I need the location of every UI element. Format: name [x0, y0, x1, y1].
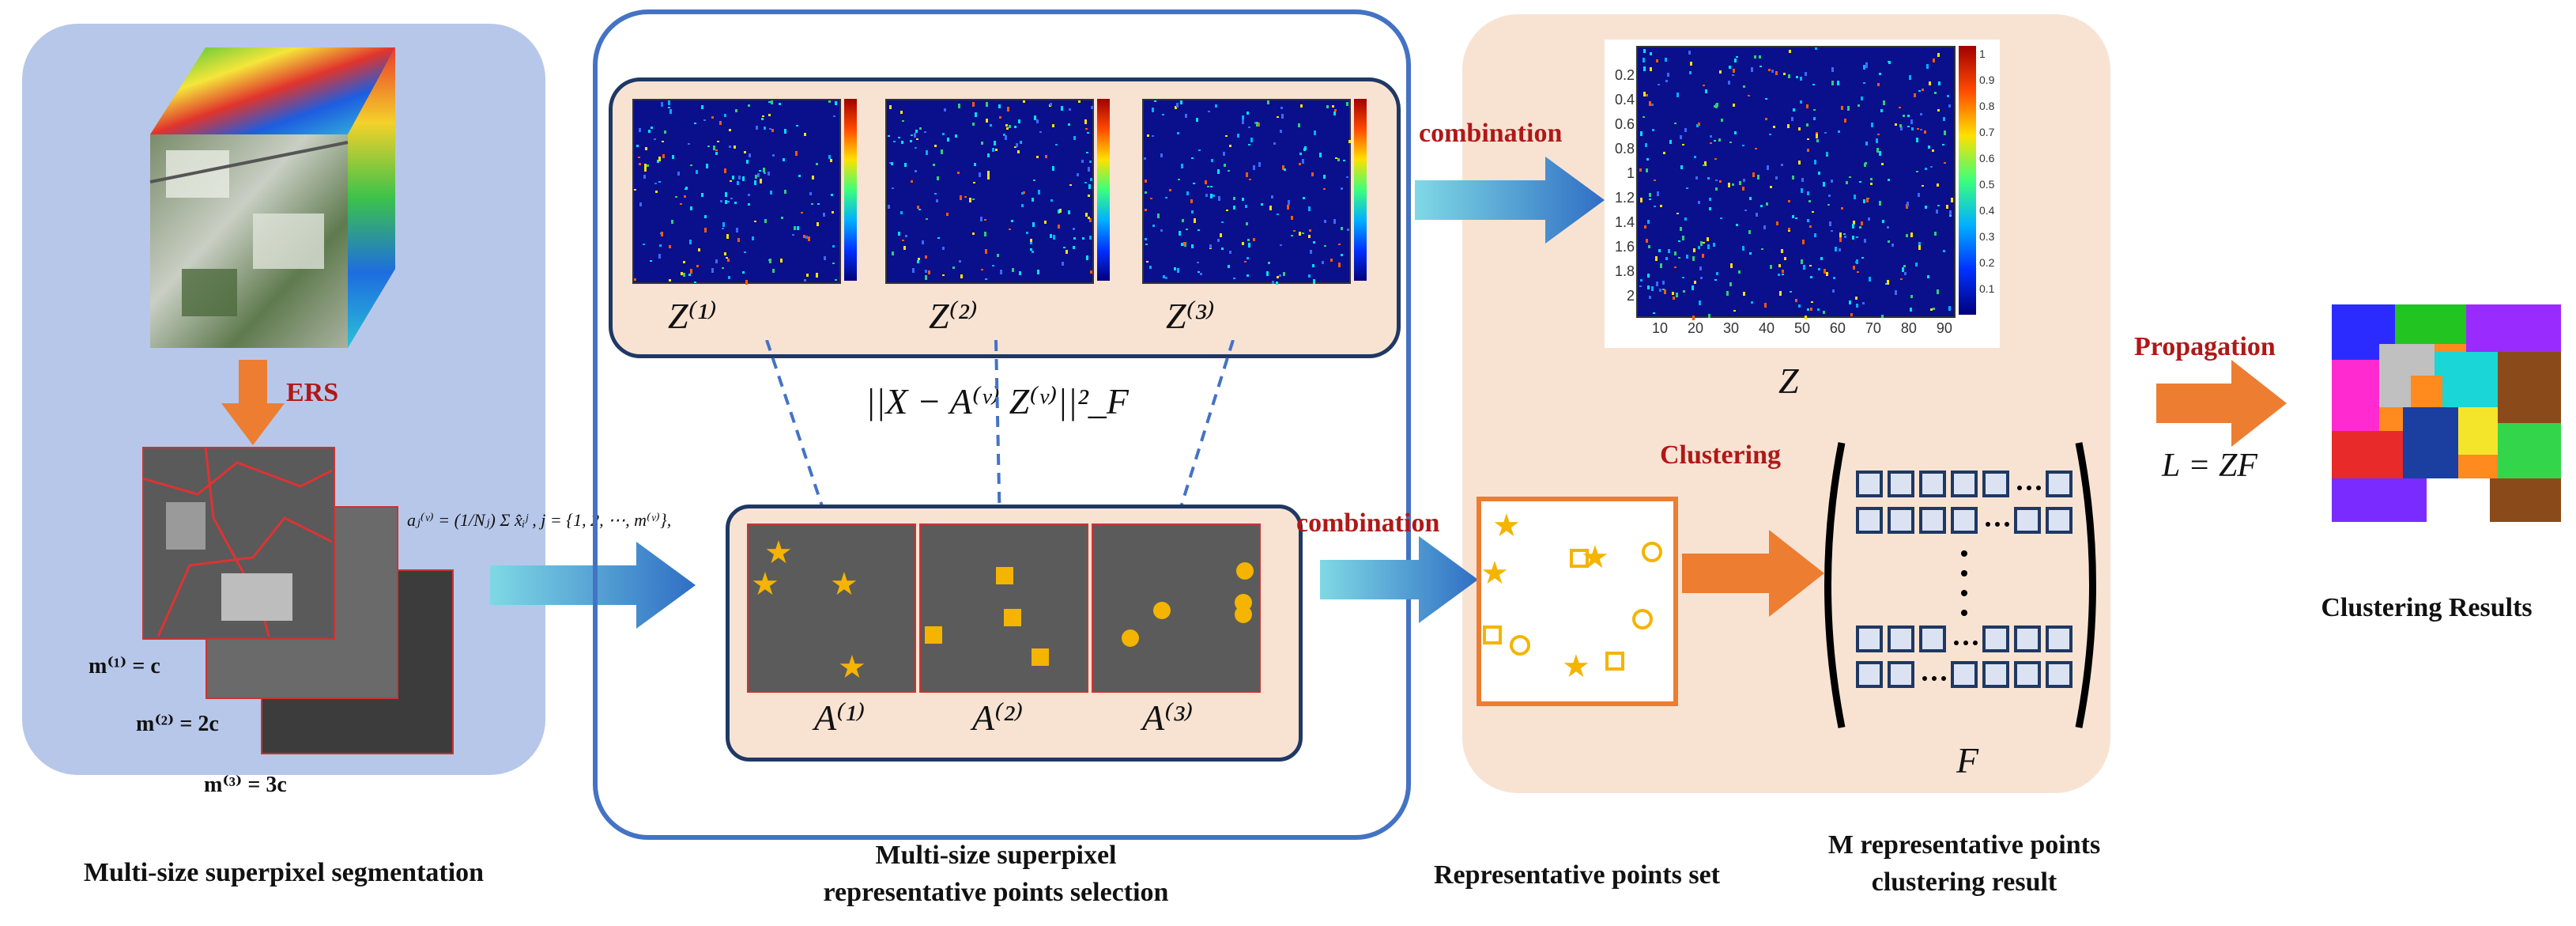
- svg-text:★: ★: [751, 566, 779, 602]
- z-xtick: 70: [1865, 320, 1881, 336]
- rep-points-markers: ★ ★ ★ ★: [1480, 508, 1662, 684]
- z-cbtick: 0.8: [1979, 100, 1995, 112]
- z-xtick: 30: [1722, 320, 1739, 336]
- z-xtick: 60: [1829, 320, 1846, 336]
- clustering-caption-2: clustering result: [1871, 867, 2057, 897]
- z-xtick: 40: [1758, 320, 1775, 336]
- a3-label: A⁽³⁾: [1142, 697, 1194, 738]
- z-colorbar: [1959, 46, 1976, 315]
- z-cbtick: 0.7: [1979, 126, 1995, 138]
- z-label: Z: [1778, 361, 1799, 401]
- hyperspectral-cube: [149, 47, 395, 348]
- svg-text:★: ★: [1480, 555, 1509, 591]
- z-xtick: 20: [1687, 320, 1704, 336]
- results-caption: Clustering Results: [2321, 593, 2533, 622]
- z-ytick: 1.8: [1614, 263, 1635, 279]
- ers-label: ERS: [286, 378, 339, 407]
- clustering-result-map: [2332, 304, 2561, 522]
- z-ytick: 0.6: [1614, 116, 1635, 132]
- z-ytick: 1: [1626, 165, 1635, 181]
- combination-label-top: combination: [1419, 119, 1563, 148]
- selection-caption-2: representative points selection: [823, 878, 1169, 907]
- z-xtick: 90: [1936, 320, 1952, 336]
- z-cbtick: 1: [1979, 47, 1986, 60]
- z2-colorbar: [1097, 99, 1110, 281]
- z-ytick: 0.2: [1614, 67, 1635, 83]
- segmentation-caption: Multi-size superpixel segmentation: [83, 858, 485, 887]
- z-ytick: 1.4: [1614, 214, 1635, 230]
- a1-label: A⁽¹⁾: [814, 697, 866, 738]
- ers-arrow: [221, 360, 285, 445]
- z-ytick: 1.6: [1614, 239, 1635, 255]
- z1-label: Z⁽¹⁾: [668, 296, 717, 336]
- z-xtick: 80: [1900, 320, 1917, 336]
- svg-text:★: ★: [1581, 539, 1609, 575]
- svg-text:★: ★: [1562, 648, 1590, 684]
- propagation-arrow: [2156, 360, 2287, 447]
- clustering-caption-1: M representative points: [1827, 830, 2101, 860]
- z-cbtick: 0.4: [1979, 204, 1995, 217]
- selection-caption-1: Multi-size superpixel: [875, 841, 1117, 870]
- z-cbtick: 0.1: [1979, 282, 1995, 295]
- z3-label: Z⁽³⁾: [1166, 296, 1215, 336]
- segment-lines: [142, 447, 332, 637]
- combination-label-mid: combination: [1296, 508, 1440, 538]
- z-cbticks: 1 0.9 0.8 0.7 0.6 0.5 0.4 0.3 0.2 0.1: [1979, 41, 1994, 302]
- m2-label: m⁽²⁾ = 2c: [136, 712, 219, 736]
- z-cbtick: 0.3: [1979, 230, 1995, 243]
- a3-image: [1092, 523, 1261, 693]
- rep-set-caption: Representative points set: [1434, 860, 1720, 890]
- svg-text:★: ★: [830, 566, 858, 602]
- z-ytick: 2: [1626, 288, 1635, 304]
- selection-frame: [593, 9, 1411, 840]
- anchor-markers: ★ ★ ★ ★: [751, 535, 1254, 685]
- m3-label: m⁽³⁾ = 3c: [204, 773, 287, 797]
- z-xtick: 50: [1793, 320, 1810, 336]
- dashed-connectors: [765, 340, 1235, 531]
- clustering-label: Clustering: [1660, 440, 1781, 470]
- z-xtick: 10: [1652, 320, 1669, 336]
- z3-heatmap: [1142, 99, 1351, 285]
- propagation-label: Propagation: [2134, 332, 2276, 361]
- l-equation: L = ZF: [2162, 448, 2257, 484]
- f-matrix: [1824, 442, 2096, 728]
- z-cbtick: 0.9: [1979, 74, 1995, 86]
- z3-colorbar: [1354, 99, 1367, 281]
- f-label: F: [1956, 740, 1979, 780]
- z1-colorbar: [844, 99, 857, 281]
- a1-image: [747, 523, 916, 693]
- teal-arrow-top: [1415, 157, 1605, 244]
- z-cbtick: 0.2: [1979, 256, 1995, 269]
- m1-label: m⁽¹⁾ = c: [89, 654, 160, 678]
- teal-arrow-mid: [1320, 536, 1478, 623]
- z1-heatmap: [632, 99, 841, 285]
- z2-heatmap: [885, 99, 1094, 284]
- a2-image: [919, 523, 1088, 693]
- clustering-arrow: [1682, 530, 1824, 617]
- z-ytick: 0.8: [1614, 141, 1635, 157]
- a2-label: A⁽²⁾: [972, 697, 1024, 738]
- anchor-formula: aⱼ⁽ᵛ⁾ = (1/Nⱼ) Σ x̂ᵢʲ , j = {1, 2, ⋯, m⁽…: [407, 510, 672, 530]
- z-cbtick: 0.6: [1979, 152, 1995, 164]
- svg-text:★: ★: [1492, 508, 1521, 543]
- z-xticks: 10 20 30 40 50 60 70 80 90: [1652, 320, 1952, 337]
- z-ytick: 0.4: [1614, 92, 1635, 108]
- z-yticks: 0.2 0.4 0.6 0.8 1 1.2 1.4 1.6 1.8 2: [1612, 63, 1635, 308]
- svg-text:★: ★: [838, 649, 866, 685]
- z-heatmap: [1636, 46, 1956, 320]
- z2-label: Z⁽²⁾: [929, 296, 978, 336]
- z-ytick: 1.2: [1614, 190, 1635, 206]
- rep-points-box: [1477, 497, 1678, 706]
- z-cbtick: 0.5: [1979, 178, 1995, 191]
- svg-text:★: ★: [764, 535, 793, 570]
